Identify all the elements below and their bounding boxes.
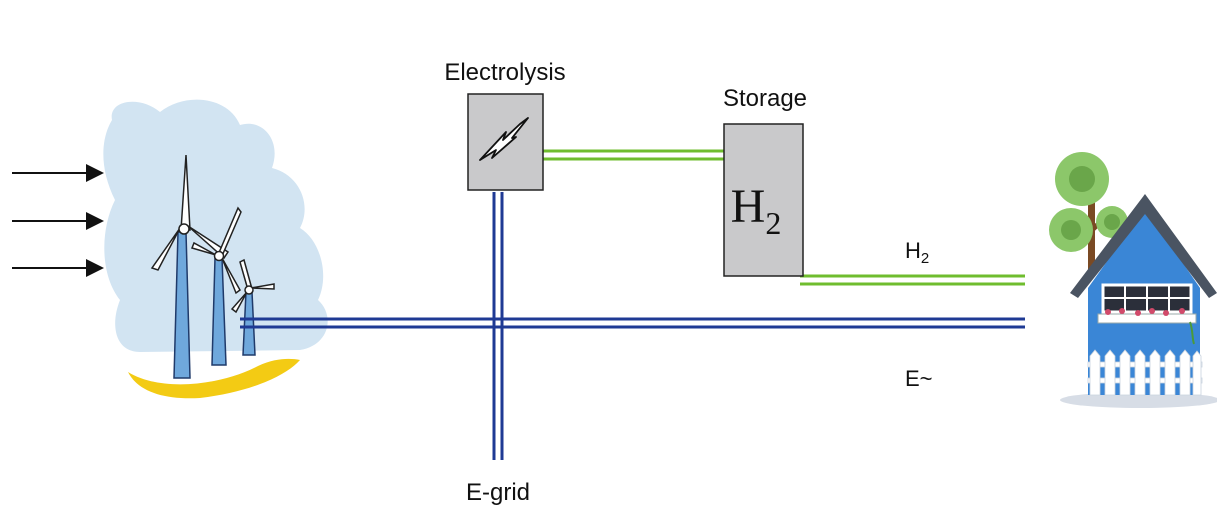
electric-line-label: E~ bbox=[905, 366, 933, 391]
hydrogen-line-storage-house bbox=[800, 274, 1025, 286]
house-icon bbox=[1049, 152, 1217, 408]
flower-icon bbox=[1105, 308, 1185, 316]
wind-turbine-icon bbox=[230, 258, 275, 356]
wind-turbine-icon bbox=[150, 154, 230, 379]
picket-fence bbox=[1087, 349, 1203, 396]
sand-ground bbox=[128, 358, 300, 399]
electrolysis-unit bbox=[467, 93, 544, 191]
wind-turbine-icon bbox=[190, 206, 242, 366]
e-grid-line-vertical bbox=[492, 192, 504, 460]
e-grid-label: E-grid bbox=[466, 479, 530, 506]
h2-line-label: H bbox=[905, 238, 921, 263]
storage-subscript: 2 bbox=[765, 205, 781, 241]
wind-farm bbox=[12, 99, 328, 399]
h2-line-subscript: 2 bbox=[921, 250, 929, 267]
wind-arrow-icon bbox=[12, 259, 104, 277]
hydrogen-line-electrolysis-storage bbox=[543, 149, 724, 161]
house-roof bbox=[1070, 194, 1217, 298]
wind-arrow-icon bbox=[12, 164, 104, 182]
flower-box bbox=[1097, 313, 1197, 324]
storage-symbol: H bbox=[731, 180, 766, 233]
svg-text:H2: H2 bbox=[731, 180, 782, 241]
storage-tank: H2 bbox=[723, 123, 804, 277]
tree-icon bbox=[1049, 152, 1128, 270]
electric-line-horizontal bbox=[240, 317, 1025, 329]
svg-text:H2: H2 bbox=[905, 238, 929, 267]
wind-arrow-icon bbox=[12, 212, 104, 230]
lightning-bolt-icon bbox=[479, 117, 529, 161]
house-shadow bbox=[1060, 392, 1217, 408]
storage-label: Storage bbox=[723, 85, 807, 112]
electrolysis-label: Electrolysis bbox=[444, 59, 565, 86]
